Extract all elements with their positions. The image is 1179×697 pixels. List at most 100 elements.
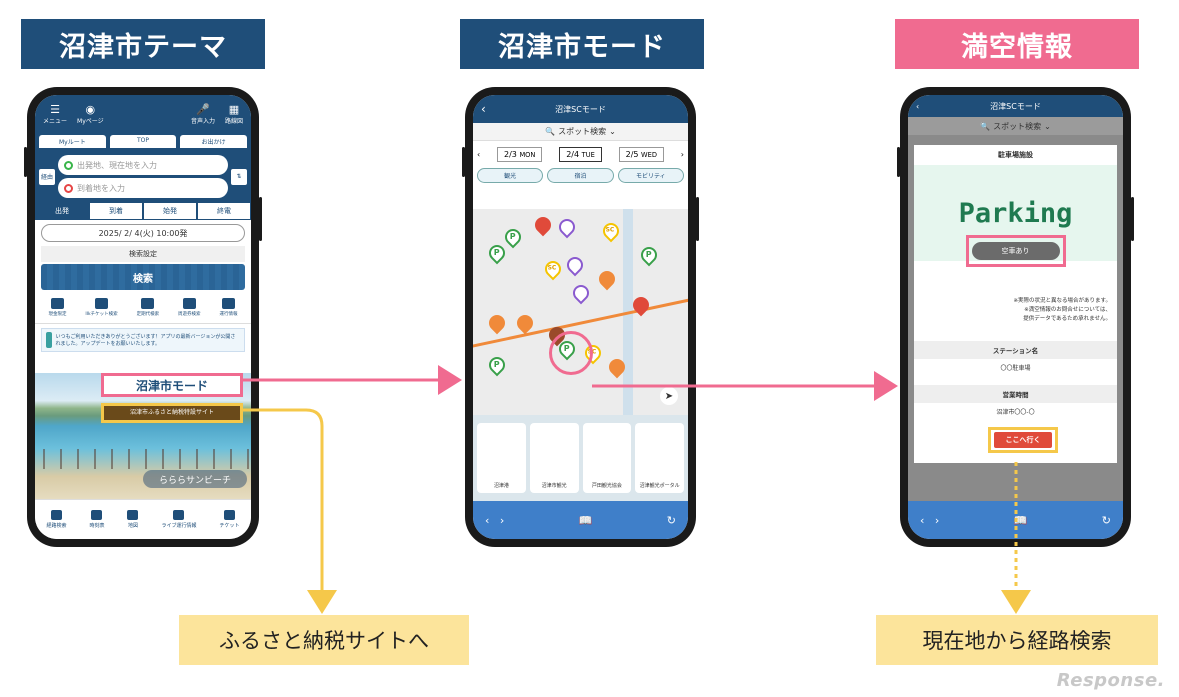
food-pin[interactable] xyxy=(595,267,619,291)
update-notice[interactable]: いつもご利用いただきありがとうございます！アプリの最新バージョンが公開されました… xyxy=(41,328,245,352)
tab-arrival[interactable]: 到着 xyxy=(90,203,142,219)
quick-link-5[interactable]: 運行情報 xyxy=(219,298,237,317)
mypage-button[interactable]: ◉Myページ xyxy=(77,104,104,125)
menu-button[interactable]: ☰メニュー xyxy=(43,104,67,125)
back-icon[interactable]: ‹ xyxy=(481,102,486,116)
beach-people xyxy=(35,449,251,469)
vacancy-topbar: ‹ 沼津SCモード xyxy=(908,95,1123,117)
category-sightseeing[interactable]: 観光 xyxy=(477,168,544,183)
nav-label: チケット xyxy=(219,523,240,529)
goto-button[interactable]: ここへ行く xyxy=(994,432,1052,448)
clock-icon xyxy=(91,510,103,520)
station-value: 〇〇駐車場 xyxy=(1000,365,1031,372)
availability-highlight: 空車あり xyxy=(965,235,1066,267)
date-selector: ‹ 2/3 MON 2/4 TUE 2/5 WED › xyxy=(473,141,688,168)
date-label: 2/4 xyxy=(566,150,580,159)
day-label: WED xyxy=(641,151,657,159)
vacancy-title: 沼津SCモード xyxy=(990,101,1041,111)
quick-link-3[interactable]: 定期代検索 xyxy=(137,298,159,317)
availability-badge: 空車あり xyxy=(971,242,1060,260)
furusato-banner[interactable]: 沼津市ふるさと納税特設サイト xyxy=(101,403,243,423)
origin-field[interactable]: 出発地、現在地を入力 xyxy=(58,155,228,175)
category-lodging[interactable]: 宿泊 xyxy=(547,168,614,183)
quick-links: 現金限定 IIkチケット検索 定期代検索 周遊券検索 運行情報 xyxy=(35,292,251,324)
voice-label: 音声入力 xyxy=(190,117,215,125)
date-option[interactable]: 2/5 WED xyxy=(618,147,664,162)
quick-link-1[interactable]: 現金限定 xyxy=(48,298,66,317)
quick-link-4[interactable]: 周遊券検索 xyxy=(178,298,201,317)
origin-icon xyxy=(64,160,73,170)
quick-link-2[interactable]: IIkチケット検索 xyxy=(85,298,118,317)
bookmark-icon[interactable]: 📖 xyxy=(578,513,593,527)
nav-route-search[interactable]: 経路検索 xyxy=(46,510,67,529)
nav-map[interactable]: 地図 xyxy=(127,510,139,529)
bookmark-icon[interactable]: 📖 xyxy=(1013,513,1028,527)
search-button[interactable]: 検索 xyxy=(41,264,245,290)
tab-departure[interactable]: 出発 xyxy=(36,203,88,219)
parking-pin[interactable]: P xyxy=(485,241,509,265)
browser-back-icon[interactable]: ‹ › xyxy=(920,513,940,527)
browser-toolbar: ‹ › 📖 ↻ xyxy=(908,501,1123,539)
sc-pin[interactable]: SC xyxy=(599,219,623,243)
note-line: ※満空情報のお問合せについては、 xyxy=(1024,306,1111,313)
partner-card[interactable]: 沼津港 xyxy=(477,423,526,493)
phone-theme-screen: ☰メニュー ◉Myページ 🎤音声入力 ▦路線図 Myルート TOP お出かけ 経… xyxy=(35,95,251,539)
train-icon xyxy=(173,510,185,520)
reload-icon[interactable]: ↻ xyxy=(1101,513,1111,527)
note-line: 提供データであるため承れません。 xyxy=(1023,315,1111,322)
numazu-mode-banner[interactable]: 沼津市モード xyxy=(101,373,243,397)
swap-icon[interactable]: ⇅ xyxy=(231,168,247,185)
date-option-selected[interactable]: 2/4 TUE xyxy=(559,147,602,162)
spot-search-dropdown[interactable]: 🔍スポット検索⌄ xyxy=(473,123,688,141)
partner-card[interactable]: 戸田観光協会 xyxy=(582,423,632,493)
tab-outing[interactable]: お出かけ xyxy=(180,135,248,148)
search-settings-button[interactable]: 検索設定 xyxy=(41,246,245,262)
menu-icon: ☰ xyxy=(50,102,60,116)
bus-pin[interactable] xyxy=(569,281,593,305)
tab-top[interactable]: TOP xyxy=(109,135,177,148)
nav-timetable[interactable]: 時刻表 xyxy=(89,510,105,529)
day-label: MON xyxy=(519,151,536,159)
parking-pin[interactable]: P xyxy=(485,353,509,377)
back-icon[interactable]: ‹ xyxy=(916,101,920,111)
tab-first-train[interactable]: 始発 xyxy=(144,203,196,219)
tab-myroute[interactable]: Myルート xyxy=(39,135,106,148)
partner-card[interactable]: 沼津市観光 xyxy=(529,423,579,493)
date-option[interactable]: 2/3 MON xyxy=(497,147,543,162)
food-pin[interactable] xyxy=(485,311,509,335)
station-header: ステーション名 xyxy=(914,341,1117,359)
category-mobility[interactable]: モビリティ xyxy=(617,168,684,183)
goto-highlight: ここへ行く xyxy=(988,427,1058,453)
current-location-icon[interactable]: ➤ xyxy=(660,387,678,405)
voice-input-button[interactable]: 🎤音声入力 xyxy=(191,104,215,125)
spot-search-dropdown[interactable]: 🔍スポット検索⌄ xyxy=(908,117,1123,135)
reload-icon[interactable]: ↻ xyxy=(666,513,676,527)
beach-label: らららサンビーチ xyxy=(143,470,247,488)
phone-mode-screen: ‹ 沼津SCモード 🔍スポット検索⌄ ‹ 2/3 MON 2/4 TUE 2/5… xyxy=(473,95,688,539)
vacancy-header: 満空情報 xyxy=(895,19,1139,69)
nav-ticket[interactable]: チケット xyxy=(219,510,239,529)
partner-card[interactable]: 沼津観光ポータル xyxy=(635,423,684,493)
next-date-icon[interactable]: › xyxy=(680,150,684,159)
bottom-nav: 経路検索 時刻表 地図 ライブ運行情報 チケット xyxy=(35,499,251,539)
nav-label: 地図 xyxy=(127,523,138,529)
bus-pin[interactable] xyxy=(555,215,579,239)
datetime-select[interactable]: 2025/ 2/ 4(火) 10:00発 xyxy=(41,224,245,242)
prev-date-icon[interactable]: ‹ xyxy=(477,150,481,159)
route-map-button[interactable]: ▦路線図 xyxy=(225,104,243,125)
spot-map[interactable]: P P SC P SC SC P P ➤ xyxy=(473,209,688,415)
time-mode-tabs: 出発 到着 始発 終電 xyxy=(35,202,251,220)
browser-back-icon[interactable]: ‹ › xyxy=(485,513,505,527)
mascot-icon xyxy=(46,332,53,348)
parking-pin[interactable]: P xyxy=(501,225,525,249)
map-pin-icon xyxy=(127,510,139,520)
nav-live-info[interactable]: ライブ運行情報 xyxy=(161,510,196,529)
restaurant-pin[interactable] xyxy=(531,213,555,237)
tab-last-train[interactable]: 終電 xyxy=(198,203,250,219)
search-icon: 🔍 xyxy=(545,127,556,136)
via-button[interactable]: 経由 xyxy=(39,168,55,185)
destination-field[interactable]: 到着地を入力 xyxy=(58,178,228,198)
parking-pin[interactable]: P xyxy=(637,243,661,267)
sc-pin[interactable]: SC xyxy=(541,257,565,281)
bus-pin[interactable] xyxy=(563,253,587,277)
